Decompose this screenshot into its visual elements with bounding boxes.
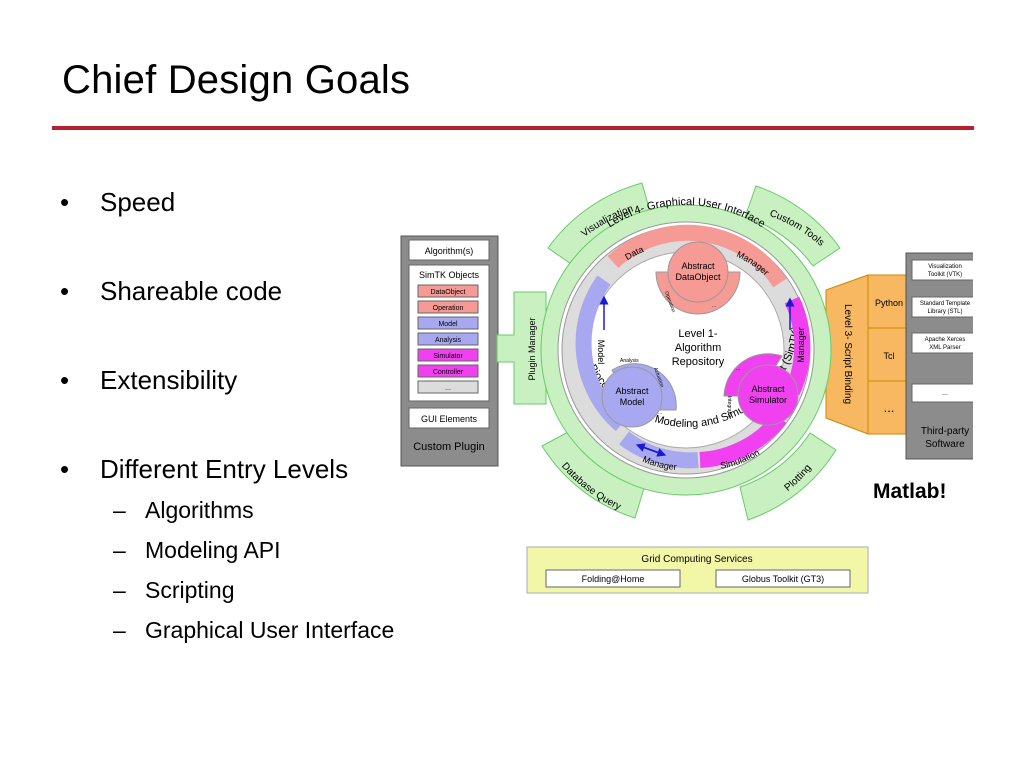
obj-model: Model	[438, 321, 458, 328]
third-party-ellipsis: ...	[942, 390, 948, 397]
data-manager-arc	[607, 224, 787, 288]
title-divider	[52, 126, 974, 130]
sub-bullet-text: Scripting	[145, 577, 235, 603]
gui-elements-box: GUI Elements	[421, 414, 478, 424]
obj-controller: Controller	[433, 369, 464, 376]
algorithms-box: Algorithm(s)	[425, 246, 474, 256]
level1-line1: Level 1-	[678, 328, 717, 340]
simulator-ellipsis: ...	[736, 366, 740, 372]
sub-bullet-marker: –	[113, 577, 126, 603]
obj-dataobject: DataObject	[430, 289, 465, 296]
svg-text:Abstract: Abstract	[681, 261, 715, 271]
script-binding-panel: Python Tcl ... Level 3- Script Binding	[825, 274, 912, 435]
folding-at-home-box: Folding@Home	[582, 574, 645, 584]
plotting-tab	[739, 432, 837, 521]
architecture-diagram: Algorithm(s) SimTK Objects DataObject Op…	[400, 182, 973, 594]
simulation-arc	[699, 412, 787, 468]
svg-text:Simulator: Simulator	[749, 395, 787, 405]
vtk-line1: Visualization	[928, 264, 962, 270]
plugin-manager-label: Plugin Manager	[527, 317, 537, 380]
sub-bullet-marker: –	[113, 617, 126, 643]
grid-computing-panel: Grid Computing Services Folding@Home Glo…	[526, 546, 869, 594]
obj-simulator: Simulator	[433, 353, 463, 360]
python-label: Python	[875, 298, 903, 308]
third-party-title-line1: Third-party	[921, 426, 969, 437]
xerces-line1: Apache Xerces	[925, 337, 966, 343]
sub-bullet-text: Modeling API	[145, 537, 281, 563]
plugin-manager-tab: Plugin Manager	[496, 291, 547, 405]
bullet-text: Speed	[100, 187, 176, 217]
stl-line2: Library (STL)	[927, 309, 962, 315]
obj-operation: Operation	[433, 305, 464, 312]
model-arc-label: Model	[596, 340, 606, 365]
tcl-label: Tcl	[884, 351, 895, 361]
bullet-text: Shareable code	[100, 276, 283, 306]
bullet-text: Different Entry Levels	[100, 454, 349, 484]
custom-plugin-panel: Algorithm(s) SimTK Objects DataObject Op…	[400, 235, 499, 467]
level1-line2: Algorithm	[675, 342, 721, 354]
svg-text:DataObject: DataObject	[675, 272, 721, 282]
abstract-simulator-node: Abstract Simulator Integrator ...	[723, 353, 799, 426]
dataobject-ellipsis: ...	[712, 303, 716, 309]
globus-toolkit-box: Globus Toolkit (GT3)	[742, 574, 824, 584]
svg-text:Model: Model	[620, 397, 645, 407]
slide-title: Chief Design Goals	[62, 58, 411, 102]
sub-bullet-marker: –	[113, 497, 126, 523]
model-ellipsis: ...	[658, 410, 662, 416]
analysis-tab-label: Analysis	[620, 358, 639, 364]
level1-line3: Repository	[672, 356, 725, 368]
grid-title: Grid Computing Services	[641, 554, 752, 565]
bullet-marker: •	[60, 276, 70, 306]
obj-analysis: Analysis	[435, 337, 462, 344]
svg-text:Abstract: Abstract	[615, 386, 649, 396]
level1-repository: Level 1- Algorithm Repository	[672, 328, 725, 368]
svg-text:Abstract: Abstract	[751, 384, 785, 394]
sub-bullet-text: Graphical User Interface	[145, 617, 395, 643]
integrator-tab-label: Integrator	[726, 396, 732, 418]
level3-label: Level 3- Script Binding	[842, 304, 853, 404]
bullet-text: Extensibility	[100, 365, 238, 395]
simtk-objects-label: SimTK Objects	[419, 270, 480, 280]
stl-line1: Standard Template	[920, 301, 971, 307]
sub-bullet-marker: –	[113, 537, 126, 563]
obj-ellipsis: ...	[445, 385, 451, 392]
manager-right-label: Manager	[796, 327, 806, 363]
bullet-marker: •	[60, 365, 70, 395]
bullet-marker: •	[60, 187, 70, 217]
abstract-dataobject-node: Abstract DataObject Operation ...	[655, 241, 741, 315]
third-party-title-line2: Software	[925, 439, 965, 450]
custom-tools-tab	[744, 185, 841, 267]
vtk-line2: Toolkit (VTK)	[928, 272, 962, 278]
script-ellipsis: ...	[884, 400, 895, 415]
custom-plugin-title: Custom Plugin	[413, 441, 485, 453]
bullet-marker: •	[60, 454, 70, 484]
sub-bullet-text: Algorithms	[145, 497, 254, 523]
matlab-label: Matlab!	[873, 480, 947, 503]
third-party-panel: Visualization Toolkit (VTK) Standard Tem…	[905, 252, 973, 460]
xerces-line2: XML Parser	[929, 345, 960, 351]
